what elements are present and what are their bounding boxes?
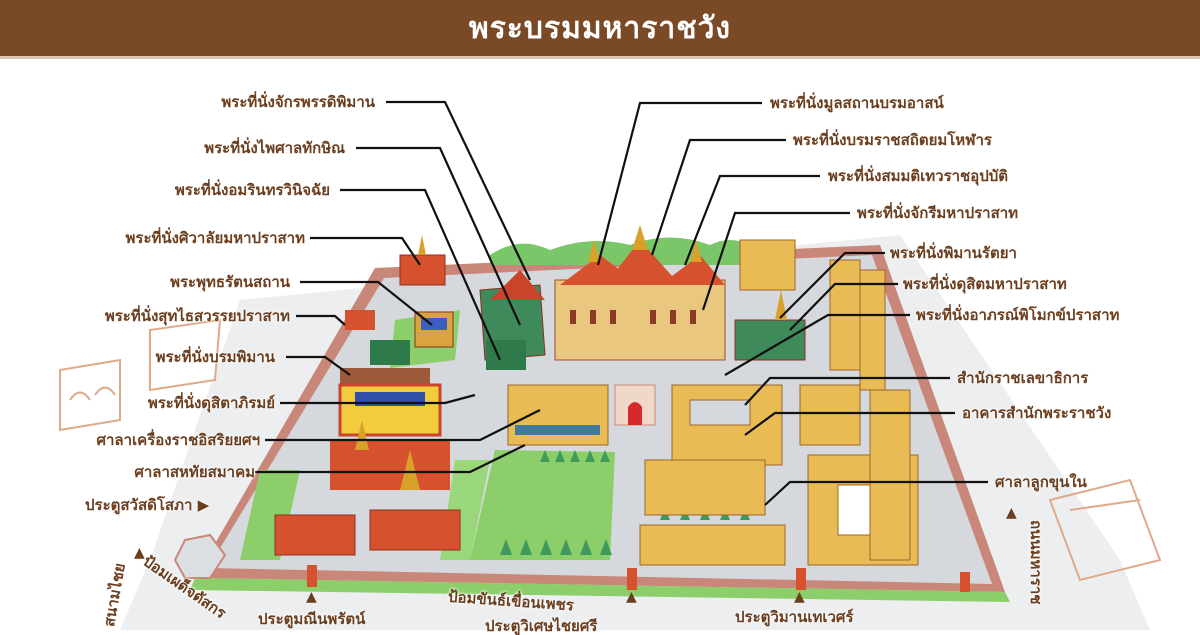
sahathai-samakhom [507,384,656,446]
label-borom-ratcha-sathit: พระที่นั่งบรมราชสถิตยมโหฬาร [793,131,992,149]
label-sommut-thewarat: พระที่นั่งสมมติเทวราชอุปบัติ [828,167,1009,185]
leader-line [280,393,476,405]
label-dusit-maha-prasat: พระที่นั่งดุสิตมหาปราสาท [903,275,1067,293]
leader-line [356,146,522,326]
southern-halls [274,509,461,556]
gate-label: ประตูสวัสดิโสภา [85,496,193,514]
leader-line [265,409,541,442]
leader-line [683,174,820,266]
wall-lawn [190,578,1010,602]
leader-line [286,355,351,376]
road-maharat: ถนนมหาราช [1027,520,1045,605]
phadet-fort [173,533,227,579]
leader-line [650,138,786,256]
leader-line [764,480,988,506]
label-bureau-royal-household: อาคารสำนักพระราชวัง [962,404,1112,422]
amarin-group [479,270,546,370]
wall-gates [307,565,970,592]
tree-canopy [490,237,750,265]
chakri-maha-prasat [554,225,726,361]
left-town-buildings [59,318,1162,582]
leader-line [386,100,531,281]
label-aphorn-phimok-prasat: พระที่นั่งอาภรณ์พิโมกข์ปราสาท [916,306,1120,324]
arrow-up-icon: ▲ [134,545,145,561]
label-amarin-winitchai: พระที่นั่งอมรินทรวินิจฉัย [174,181,330,199]
label-sala-khrueang-rat: ศาลาเครื่องราชอิสริยยศฯ [96,431,260,449]
label-mun-sathan-borom-at: พระที่นั่งมูลสถานบรมอาสน์ [770,94,944,112]
title-banner: พระบรมมหาราชวัง [0,0,1200,59]
label-borommaphiman: พระที่นั่งบรมพิมาน [155,348,275,366]
gate-swasdi-sophon: ประตูสวัสดิโสภา ▶ [85,496,209,514]
palace-map-illustration [59,100,1162,630]
label-suttaisawan-prasat: พระที่นั่งสุทไธสวรรยปราสาท [104,307,290,325]
leader-line [340,188,502,361]
arrow-up-icon: ▲ [1006,505,1017,521]
leader-line [255,444,526,474]
leader-line [701,211,850,311]
gate-wiman-thewet: ประตูวิมานเทเวศร์ [735,608,854,626]
leader-line [779,251,885,319]
label-siwalai-maha-prasat: พระที่นั่งศิวาลัยมหาปราสาท [125,229,305,247]
siwalai-group [345,235,454,365]
arrow-up-icon: ▲ [794,589,805,605]
label-royal-secretariat: สำนักราชเลขาธิการ [957,369,1089,387]
arrow-up-icon: ▲ [306,589,317,605]
leader-line [300,280,433,326]
label-sala-sahathai-samakhom: ศาลาสหทัยสมาคม [134,463,255,481]
label-chakri-maha-prasat: พระที่นั่งจักรีมหาปราสาท [857,204,1019,222]
label-sala-luk-khun-nai: ศาลาลูกขุนใน [995,473,1087,491]
office-buildings [639,239,919,566]
gate-wiset-chaisri: ประตูวิเศษไชยศรี [485,617,598,635]
leader-lines [255,100,988,506]
label-chakraphat-phiman: พระที่นั่งจักรพรรดิพิมาน [221,93,375,111]
leader-line [296,314,346,326]
leader-line [724,313,910,376]
leader-line [744,376,950,406]
leader-line [789,282,898,331]
lawn [470,450,615,560]
leader-line [310,236,421,266]
gate-manee-noppharat: ประตูมณีนพรัตน์ [258,610,366,628]
label-phaisan-thaksin: พระที่นั่งไพศาลทักษิณ [204,139,345,157]
label-dusit-aphirom: พระที่นั่งดุสิตาภิรมย์ [147,394,275,412]
page-title: พระบรมมหาราชวัง [468,10,732,46]
arrow-right-icon: ▶ [197,496,210,514]
arrow-up-icon: ▲ [626,589,637,605]
leader-line [744,411,955,436]
leader-line [596,101,762,266]
label-phiman-rattaya: พระที่นั่งพิมานรัตยา [890,244,1017,262]
borommaphiman [330,368,450,490]
label-phutta-rattana-sathan: พระพุทธรัตนสถาน [170,273,290,291]
